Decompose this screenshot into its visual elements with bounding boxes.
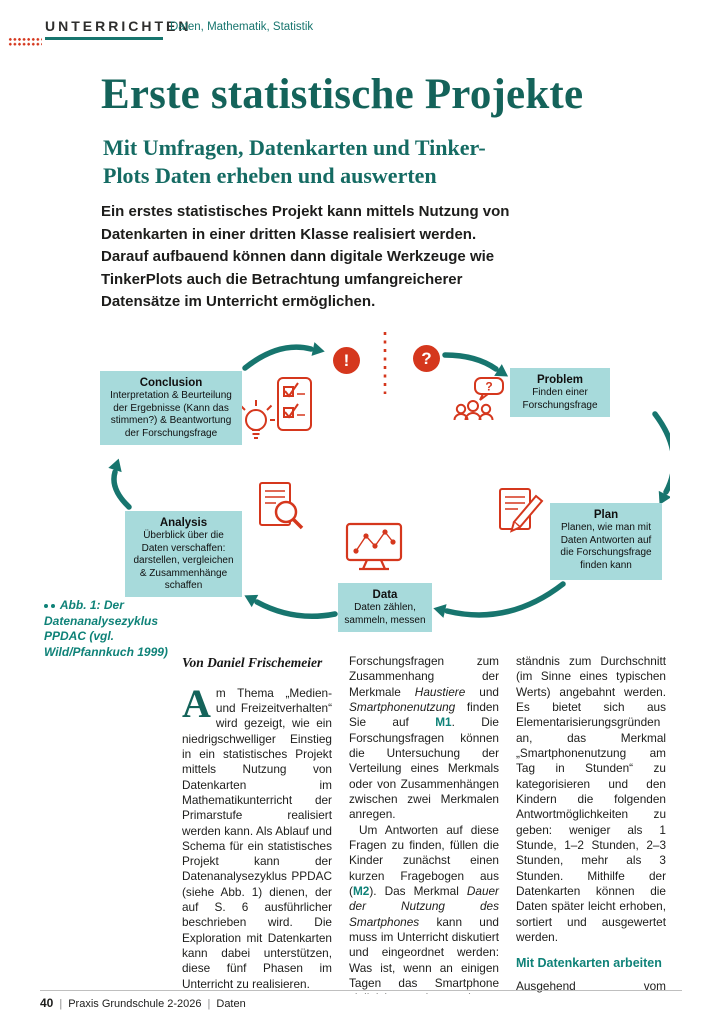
node-title: Conclusion xyxy=(139,377,203,389)
node-text: Planen, wie man mit Daten Antworten auf … xyxy=(560,522,652,571)
journal-name: Praxis Grundschule 2-2026 xyxy=(68,998,202,1010)
node-text: Überblick über die Daten verschaffen: da… xyxy=(133,530,234,591)
page-number: 40 xyxy=(40,996,54,1010)
footer-section: Daten xyxy=(216,998,246,1010)
red-dots-decoration-icon xyxy=(8,37,42,47)
kicker-underline xyxy=(45,37,163,40)
idea-checklist-icon xyxy=(236,377,312,439)
section-kicker: UNTERRICHTEN xyxy=(45,18,192,34)
diagram-graphics: ? xyxy=(108,332,670,620)
paragraph: Forschungsfragen zum Zusammenhang der Me… xyxy=(349,654,499,822)
paragraph: ständnis zum Durchschnitt (im Sinne eine… xyxy=(516,654,666,944)
people-discussion-icon: ? xyxy=(453,377,504,421)
bubble-question-glyph: ? xyxy=(485,380,492,394)
section-heading: Mit Datenkarten arbeiten xyxy=(516,956,662,971)
article-column-3: ständnis zum Durchschnitt (im Sinne eine… xyxy=(516,654,666,994)
exclamation-icon: ! xyxy=(333,347,360,374)
node-text: Finden einer Forschungsfrage xyxy=(522,387,598,411)
footer-rule xyxy=(40,990,682,991)
notes-pencil-icon xyxy=(499,488,544,533)
ppdac-cycle-diagram: ? xyxy=(95,328,670,643)
page-title: Erste statistische Projekte xyxy=(101,71,584,118)
paragraph: Um Antworten auf diese Fragen zu finden,… xyxy=(349,822,499,994)
article-column-2: Forschungsfragen zum Zusammenhang der Me… xyxy=(349,654,499,994)
diagram-node-plan: Plan Planen, wie man mit Daten Antworten… xyxy=(550,503,662,580)
topics-label: Daten, Mathematik, Statistik xyxy=(170,21,314,33)
diagram-node-data: Data Daten zählen, sammeln, messen xyxy=(338,583,432,633)
cycle-arrowheads xyxy=(108,342,670,618)
diagram-node-conclusion: Conclusion Interpretation & Beurteilung … xyxy=(100,371,242,445)
page-subtitle: Mit Umfragen, Datenkarten und Tinker-Plo… xyxy=(103,135,486,188)
figure-caption: Abb. 1: Der Datenanalysezyklus PPDAC (vg… xyxy=(44,598,180,660)
monitor-data-icon xyxy=(345,522,403,571)
node-title: Plan xyxy=(593,509,619,521)
footer-separator: | xyxy=(59,998,63,1010)
caption-text: Abb. 1: Der Datenanalysezyklus PPDAC (vg… xyxy=(44,598,168,659)
node-title: Data xyxy=(372,589,398,601)
caption-bullets-icon xyxy=(44,598,57,612)
paragraph-text: m Thema „Medien- und Freizeitverhalten“ … xyxy=(182,685,332,991)
diagram-node-analysis: Analysis Überblick über die Daten versch… xyxy=(125,511,242,598)
node-title: Analysis xyxy=(159,517,208,529)
node-title: Problem xyxy=(536,374,583,386)
intro-paragraph: Ein erstes statistisches Projekt kann mi… xyxy=(101,203,510,310)
node-text: Daten zählen, sammeln, messen xyxy=(344,602,426,626)
document-magnifier-icon xyxy=(259,482,304,530)
page-footer: 40 | Praxis Grundschule 2-2026 | Daten xyxy=(40,996,246,1010)
paragraph: Ausgehend vom Fragebogen erstellt jedes … xyxy=(516,979,666,994)
footer-separator: | xyxy=(207,998,211,1010)
paragraph: Als Ausgangspunkt können im Unterrichtsg… xyxy=(182,992,332,994)
question-icon: ? xyxy=(413,345,440,372)
author-byline: Von Daniel Frischemeier xyxy=(182,655,323,670)
node-text: Interpretation & Beurteilung der Ergebni… xyxy=(110,390,232,439)
cycle-arrows xyxy=(111,344,670,620)
diagram-node-problem: Problem Finden einer Forschungsfrage xyxy=(510,368,610,418)
dropcap-letter: A xyxy=(182,680,211,726)
